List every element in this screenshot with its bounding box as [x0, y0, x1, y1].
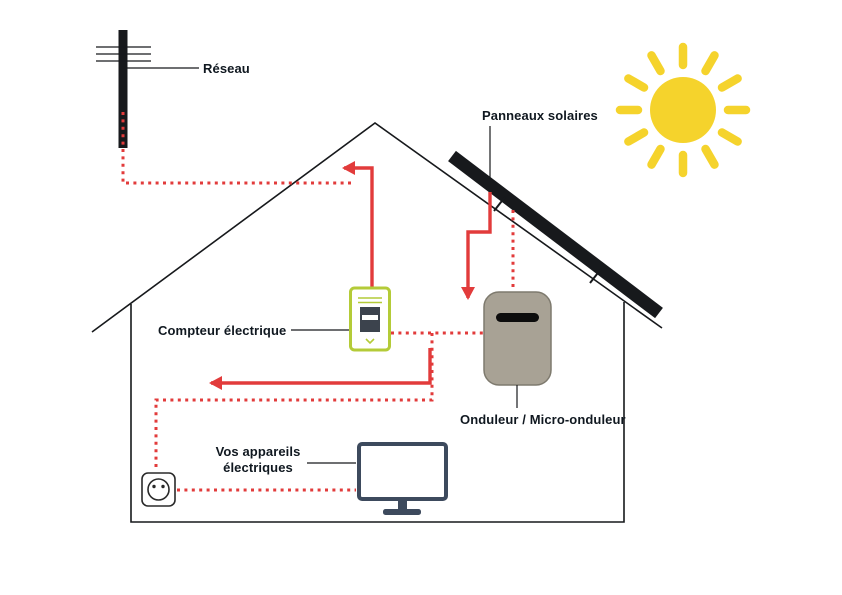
- sun-icon: [615, 42, 751, 178]
- power-flow-arrows: [209, 161, 492, 390]
- solar-panel-icon: [448, 150, 663, 319]
- panel-mount: [589, 268, 602, 284]
- flow-to-outlet-dotted: [154, 333, 434, 471]
- inverter-slot: [496, 313, 539, 322]
- panel-surface: [448, 150, 663, 319]
- monitor-base: [383, 509, 421, 515]
- arrow-to-appliances: [209, 348, 432, 390]
- reseau-label: Réseau: [203, 61, 250, 76]
- inverter-body: [483, 291, 552, 386]
- outlet-socket: [147, 478, 170, 501]
- appareils-label-line1: Vos appareils: [215, 444, 301, 459]
- meter-chevron: [365, 338, 375, 345]
- appareils-label: Vos appareils électriques: [212, 444, 304, 477]
- house-outline: [91, 122, 663, 523]
- power-outlet-icon: [141, 472, 176, 507]
- monitor-screen: [357, 442, 448, 501]
- panneaux-solaires-label: Panneaux solaires: [482, 108, 598, 123]
- label-connectors: [127, 67, 518, 464]
- roof-line: [91, 122, 663, 333]
- walls-line: [130, 302, 625, 523]
- meter-display-stripe: [362, 315, 378, 320]
- inverter-icon: [483, 291, 552, 386]
- panel-mount: [493, 196, 506, 212]
- power-flow-dotted-lines: [121, 112, 515, 492]
- arrow-to-grid: [342, 161, 374, 287]
- monitor-icon: [357, 442, 448, 515]
- electric-meter-icon: [349, 286, 391, 352]
- onduleur-label: Onduleur / Micro-onduleur: [460, 412, 626, 427]
- outlet-pin-hole: [152, 484, 156, 489]
- flow-to-grid-dotted: [121, 112, 352, 185]
- sun-body: [650, 77, 716, 143]
- arrow-panel-to-inverter: [461, 192, 492, 300]
- outlet-pin-hole: [161, 484, 165, 489]
- compteur-label: Compteur électrique: [158, 323, 287, 338]
- appareils-label-line2: électriques: [223, 460, 293, 476]
- monitor-neck: [398, 499, 407, 509]
- pole-mast: [118, 30, 128, 148]
- utility-pole-icon: [96, 30, 151, 148]
